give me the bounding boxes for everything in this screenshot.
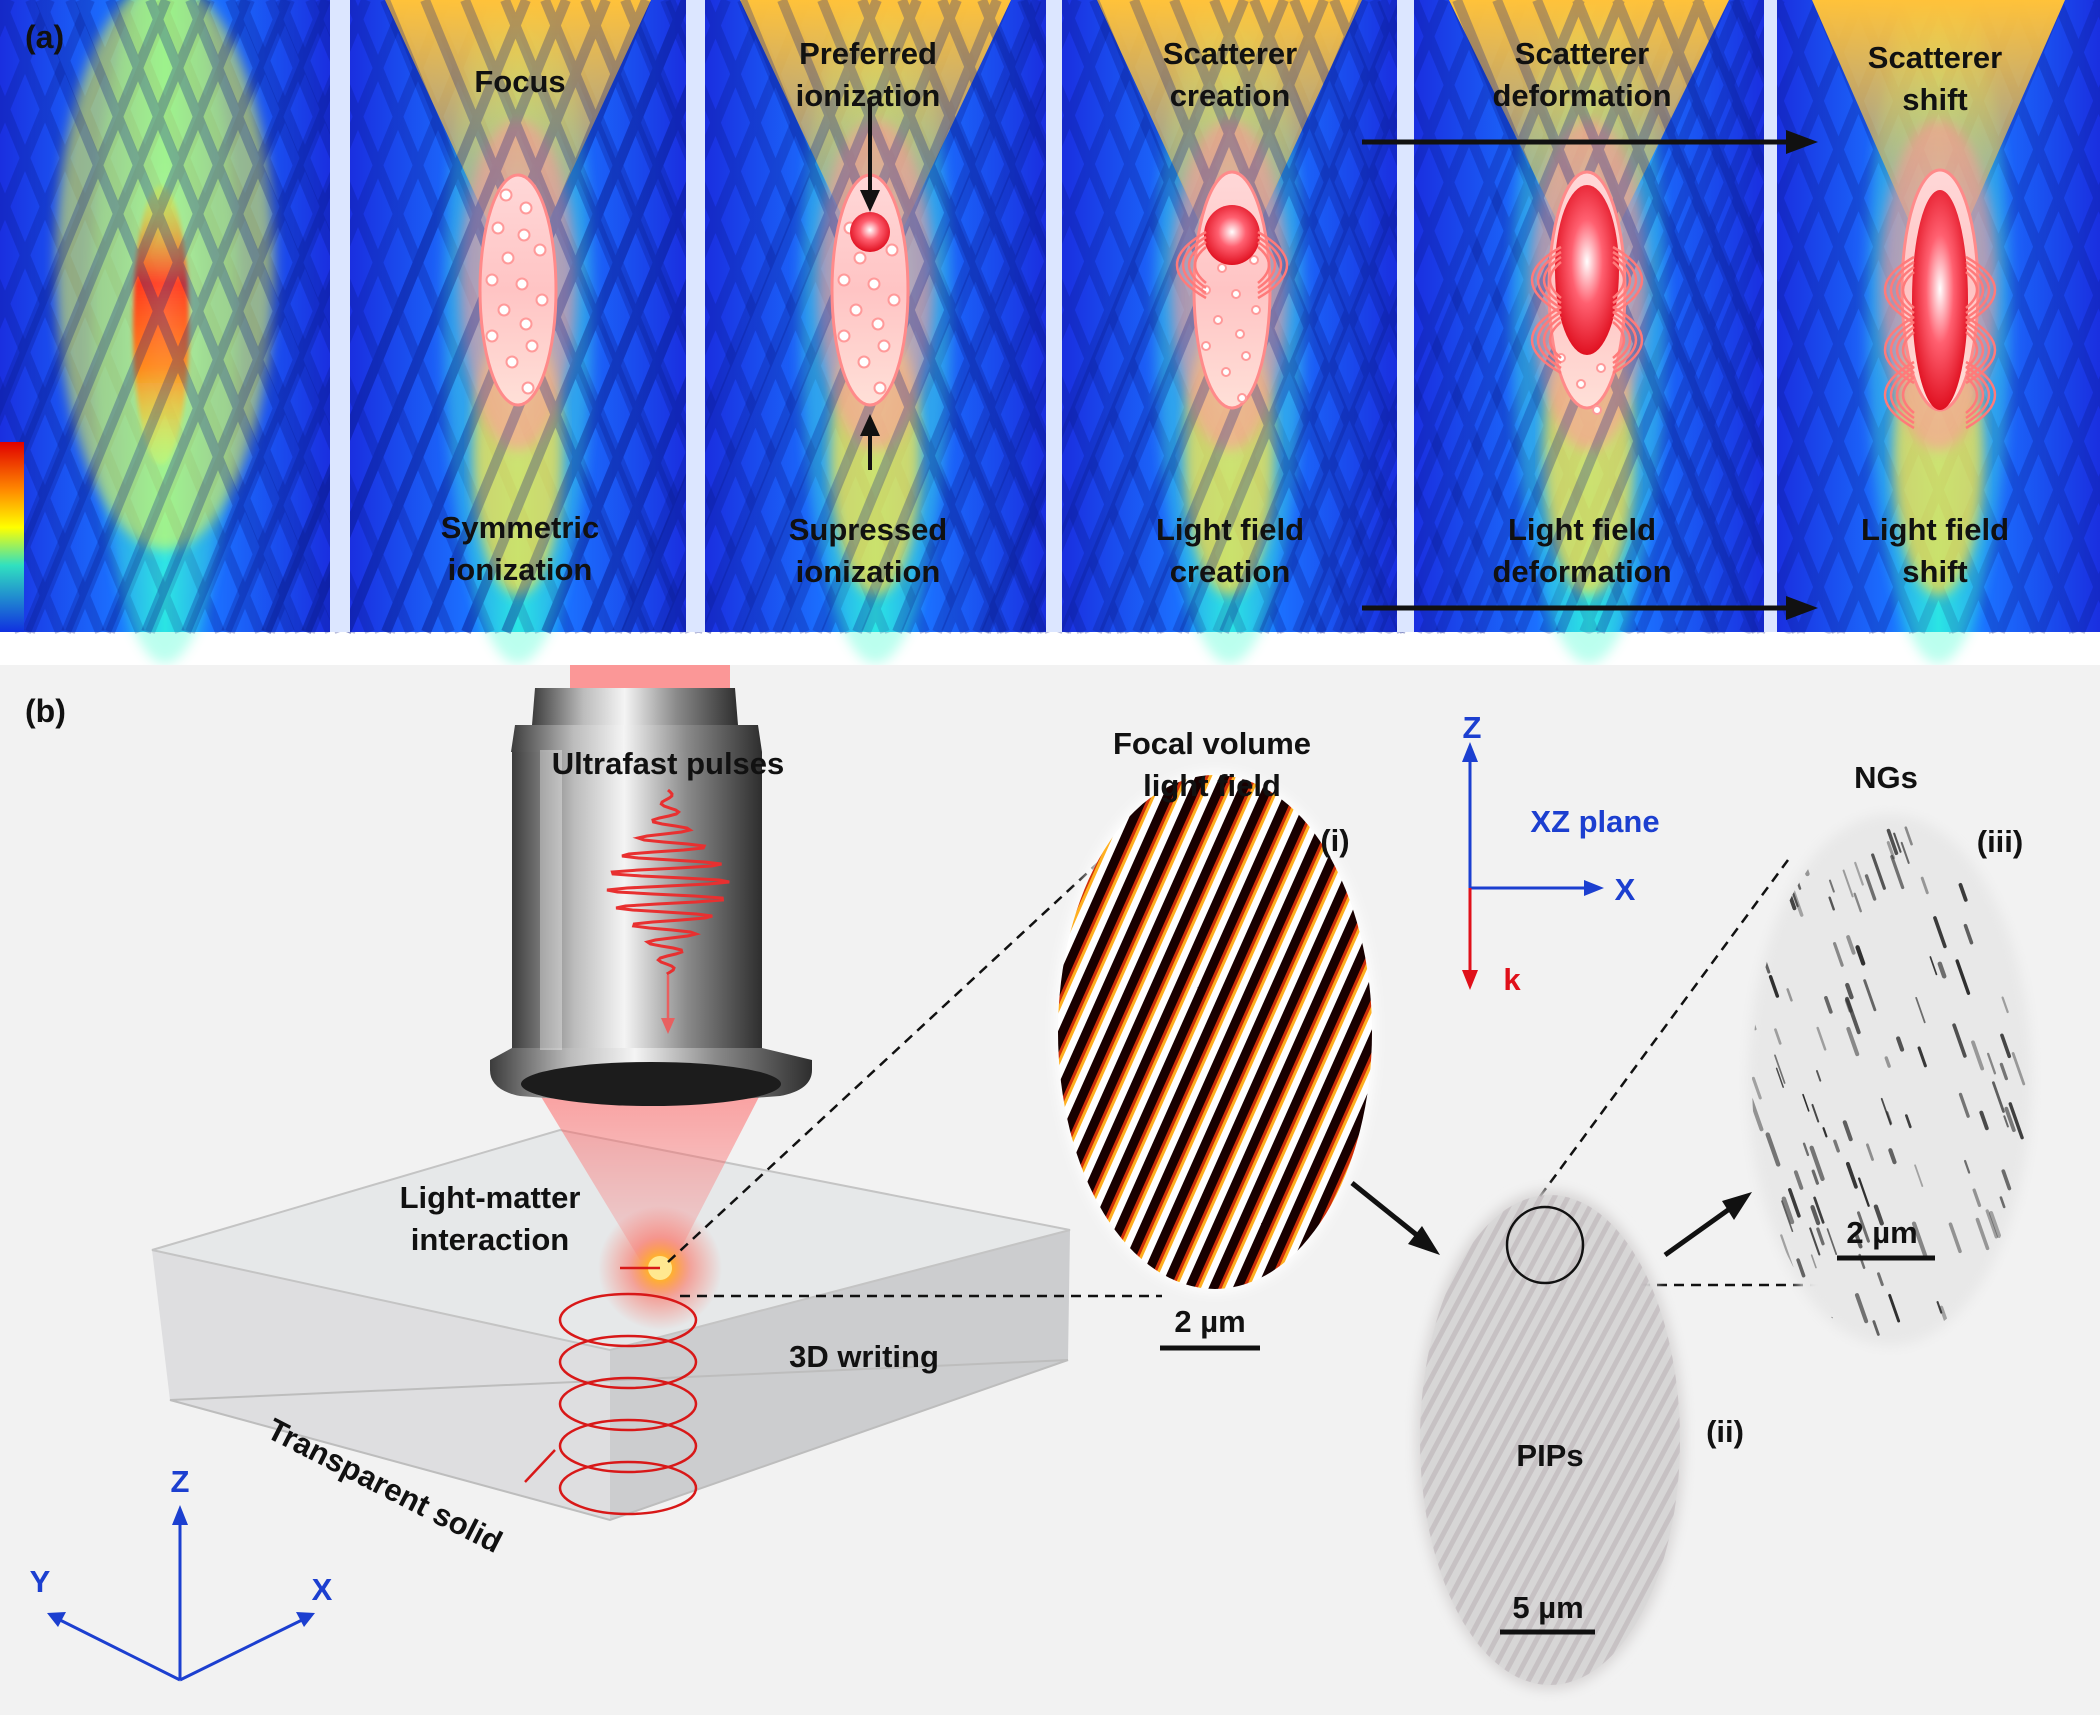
xz-plane-label: XZ plane: [1530, 804, 1659, 839]
panel-a-label: (a): [25, 19, 64, 55]
stage-6-top-line-1: Scatterer: [1868, 40, 2002, 75]
stage-4-top-line-2: creation: [1170, 78, 1291, 113]
focal-tag: (i): [1320, 823, 1349, 858]
stage-5-top-line-2: deformation: [1492, 78, 1671, 113]
stage-5-bottom-line-2: deformation: [1492, 554, 1671, 589]
panel-b-label: (b): [25, 693, 66, 729]
ngs-scale-label: 2 µm: [1846, 1215, 1917, 1250]
focal-scale-label: 2 µm: [1174, 1304, 1245, 1339]
panel-separator: [1046, 0, 1062, 632]
writing-label: 3D writing: [789, 1339, 939, 1374]
stage-3-top-line-1: Preferred: [799, 36, 937, 71]
axis3d-z-label: Z: [171, 1464, 190, 1499]
stage-3-top-line-2: ionization: [796, 78, 941, 113]
xz-z-label: Z: [1463, 710, 1482, 745]
focal-title-line2: light field: [1143, 768, 1281, 803]
xz-x-label: X: [1615, 872, 1636, 907]
scatterer-ellipse-1: [480, 175, 556, 405]
stage-6-bottom-line-1: Light field: [1861, 512, 2009, 547]
interaction-label-line1: Light-matter: [400, 1180, 581, 1215]
axis3d-x-label: X: [312, 1572, 333, 1607]
stage-4-top-line-1: Scatterer: [1163, 36, 1297, 71]
stage-2-bottom-line-2: ionization: [448, 552, 593, 587]
stage-5-top-line-1: Scatterer: [1515, 36, 1649, 71]
stage-4-bottom-line-2: creation: [1170, 554, 1291, 589]
stage-3-bottom-line-2: ionization: [796, 554, 941, 589]
panel-separator: [1764, 0, 1777, 632]
pips-scale-label: 5 µm: [1512, 1590, 1583, 1625]
colorbar: [0, 442, 24, 632]
panel-separator: [330, 0, 350, 632]
panel-separator: [686, 0, 705, 632]
panel-b: (b) Ultrafast pulses Light-matter intera…: [0, 665, 2100, 1715]
pips-tag: (ii): [1706, 1414, 1744, 1449]
panel-separator: [1397, 0, 1414, 632]
ngs-tag: (iii): [1977, 824, 2024, 859]
interaction-label-line2: interaction: [411, 1222, 569, 1257]
stage-2-top-line-1: Focus: [474, 64, 565, 99]
stage-5-bottom-line-1: Light field: [1508, 512, 1656, 547]
stage-2-bottom-line-1: Symmetric: [441, 510, 600, 545]
xz-k-label: k: [1503, 962, 1521, 997]
stage-6-bottom-line-2: shift: [1902, 554, 1967, 589]
axis3d-y-label: Y: [30, 1564, 51, 1599]
ngs-title: NGs: [1854, 760, 1918, 795]
stage-6-top-line-2: shift: [1902, 82, 1967, 117]
pips-title: PIPs: [1516, 1438, 1583, 1473]
ultrafast-pulses-label: Ultrafast pulses: [552, 746, 785, 781]
stage-3-bottom-line-1: Supressed: [789, 512, 948, 547]
stage-4-bottom-line-1: Light field: [1156, 512, 1304, 547]
focal-title-line1: Focal volume: [1113, 726, 1311, 761]
